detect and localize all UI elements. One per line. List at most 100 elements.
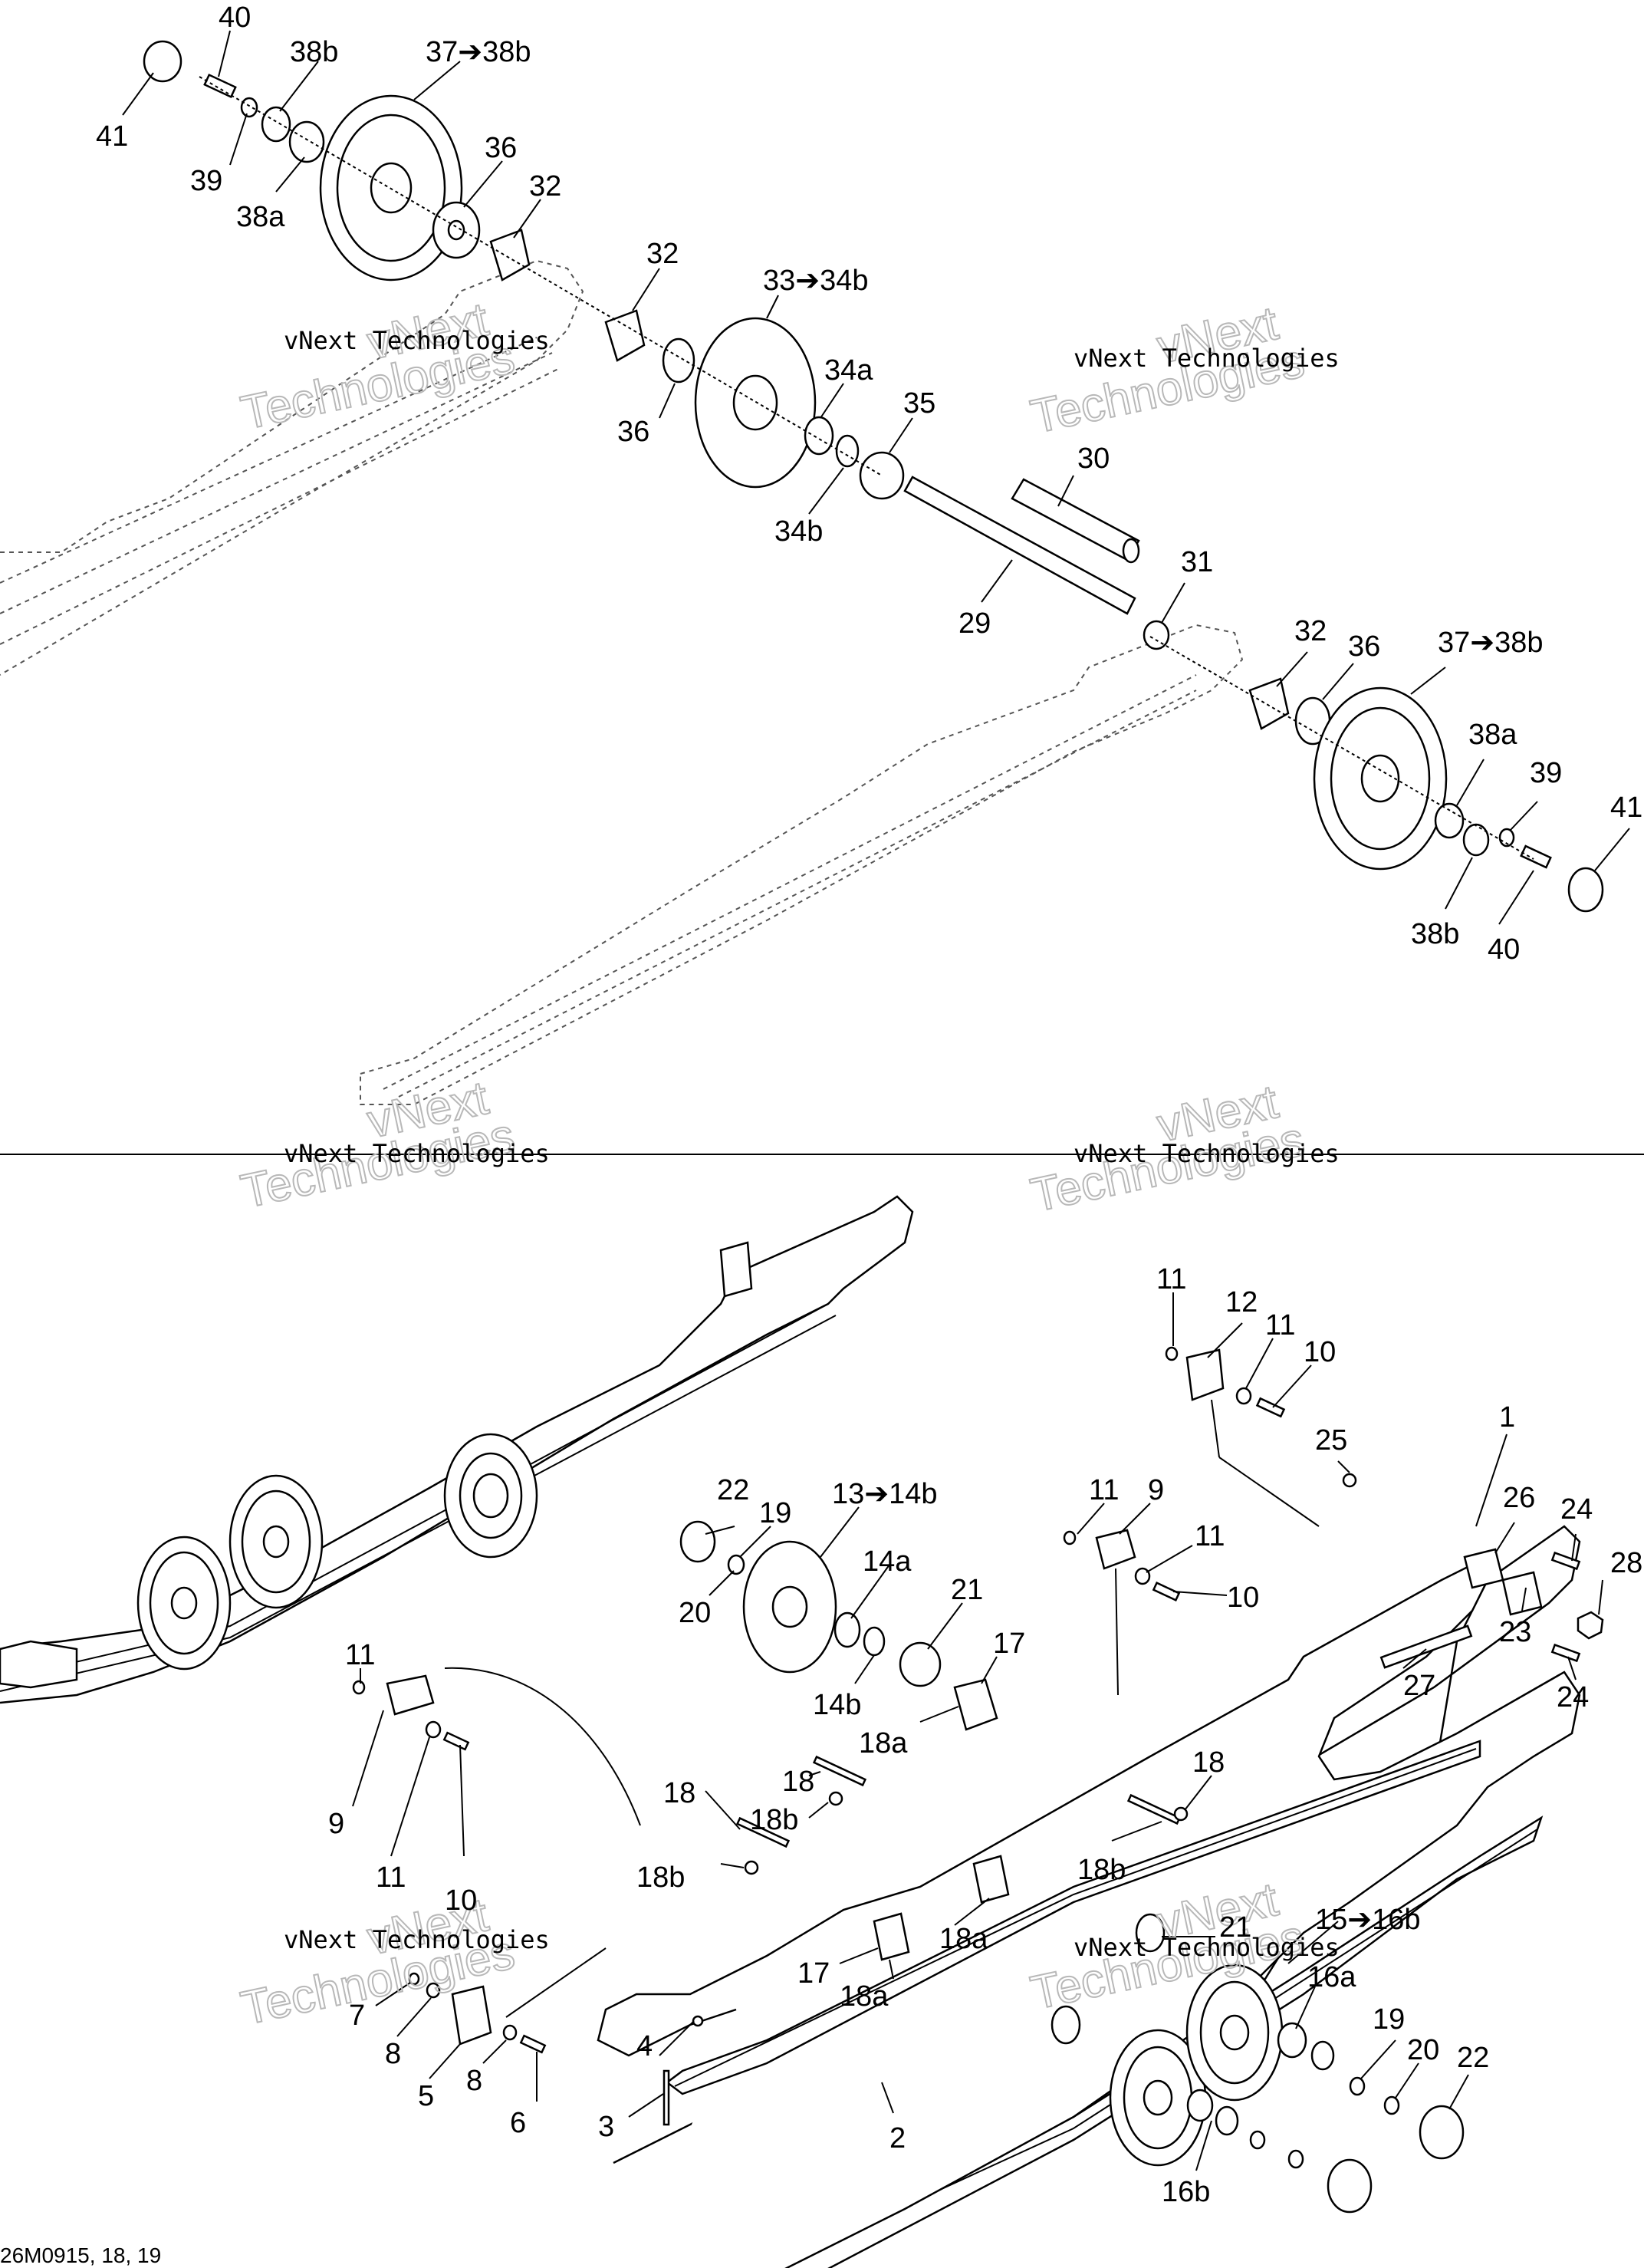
tube-30 (1011, 478, 1140, 561)
callout-bot-28: 28 (1610, 1547, 1642, 1579)
wheel-13 (742, 1540, 837, 1674)
nut-18b-c (1173, 1806, 1189, 1822)
cap-22-a (679, 1520, 716, 1563)
callout-bot-8b: 8 (466, 2065, 482, 2097)
callout-top-36c: 36 (1348, 630, 1380, 663)
block-5 (451, 1985, 492, 2046)
figure-code: 26M0915, 18, 19 (0, 2243, 161, 2267)
screw-3 (663, 2069, 670, 2126)
callout-bot-19b: 19 (1373, 2003, 1405, 2036)
bolt-24-b (1550, 1643, 1581, 1663)
wheel-33 (694, 317, 817, 489)
callout-top-41a: 41 (96, 120, 128, 153)
callout-top-34a: 34a (824, 354, 873, 387)
washer-21-b (1135, 1913, 1166, 1953)
callout-top-37-38b-a: 37➔38b (426, 36, 531, 68)
bolt-10-c (442, 1731, 470, 1751)
callout-top-38b-a: 38b (290, 36, 338, 68)
block-9-b (386, 1674, 435, 1716)
callout-top-41b: 41 (1610, 792, 1642, 824)
watermark-small-5: vNext Technologies (284, 1925, 550, 1954)
callout-top-35: 35 (903, 387, 935, 420)
callout-bot-24a: 24 (1560, 1493, 1593, 1526)
bolt-6 (519, 2034, 547, 2054)
spacer-32-top-a (489, 229, 531, 281)
callout-bot-26: 26 (1503, 1482, 1535, 1514)
bracket-17-b (972, 1855, 1010, 1904)
callout-bot-21b: 21 (1219, 1911, 1251, 1944)
cap-22-b (1419, 2105, 1465, 2160)
callout-top-38b-b: 38b (1411, 918, 1459, 950)
bearing-34a (804, 416, 834, 456)
callout-bot-18a-b: 18a (939, 1923, 988, 1955)
callout-bot-18-a: 18 (782, 1766, 814, 1798)
callout-bot-15-16b: 15➔16b (1315, 1904, 1421, 1936)
nut-18b-b (744, 1860, 759, 1875)
bolt-18-b (735, 1816, 791, 1848)
callout-bot-2: 2 (889, 2122, 906, 2154)
callout-bot-7: 7 (349, 2000, 365, 2032)
bearing-38a-right (1434, 802, 1465, 839)
skid-wheel-front (136, 1536, 232, 1671)
washer-31 (1143, 620, 1170, 650)
cap-41-top (143, 40, 182, 83)
callout-top-34b: 34b (774, 515, 823, 548)
callout-top-40b: 40 (1488, 933, 1520, 966)
callout-bot-16a: 16a (1307, 1961, 1356, 1993)
washer-11-f (425, 1720, 442, 1739)
skid-idler-wheel (443, 1433, 538, 1559)
washer-39-top (240, 97, 258, 118)
callout-top-33-34b: 33➔34b (763, 265, 869, 297)
callout-bot-11a: 11 (1156, 1263, 1186, 1295)
callout-bot-4: 4 (636, 2030, 653, 2062)
washer-11-c (1063, 1530, 1077, 1545)
upper-right-rail (360, 624, 1244, 1105)
washer-35 (859, 451, 905, 500)
bottom-parts (352, 1346, 1604, 2214)
bolt-40-top (203, 73, 237, 99)
callout-top-29: 29 (958, 607, 991, 640)
callout-bot-10a: 10 (1304, 1336, 1336, 1368)
bottom-left-assembly (0, 1195, 914, 1704)
wheel-37-right (1313, 686, 1448, 871)
nut-28 (1577, 1611, 1604, 1640)
bolt-40-right (1520, 844, 1552, 869)
callout-top-39a: 39 (190, 165, 222, 197)
callout-bot-24b: 24 (1557, 1681, 1589, 1713)
washer-19-b (1349, 2076, 1366, 2096)
bracket-17-a (953, 1678, 998, 1731)
callout-bot-11f: 11 (376, 1861, 406, 1894)
washer-19-a (727, 1554, 745, 1575)
callout-bot-9a: 9 (1148, 1474, 1164, 1506)
nut-4 (692, 2015, 704, 2027)
callout-top-37-38b-b: 37➔38b (1438, 627, 1544, 659)
washer-8-a (426, 1982, 441, 1999)
washer-8-b (502, 2024, 518, 2041)
callout-bot-11e: 11 (345, 1639, 375, 1671)
callout-bot-6: 6 (510, 2107, 526, 2139)
callout-top-38a-b: 38a (1468, 719, 1517, 751)
callout-bot-5: 5 (418, 2080, 434, 2112)
callout-bot-22a: 22 (717, 1474, 749, 1506)
nut-25 (1342, 1473, 1357, 1488)
watermark-small-1: vNext Technologies (284, 326, 550, 355)
ring-38b-right (1462, 823, 1490, 857)
washer-11-d (1134, 1567, 1151, 1585)
washer-20-b (1383, 2095, 1400, 2115)
callout-bot-14a: 14a (863, 1545, 912, 1578)
callout-bot-18-c: 18 (1192, 1746, 1225, 1779)
ring-38b-top (261, 106, 291, 143)
bracket-17-c (873, 1912, 910, 1961)
wheel-15-a (1109, 2029, 1207, 2167)
slide-2 (665, 1740, 1481, 2095)
callout-bot-20b: 20 (1407, 2034, 1439, 2066)
callout-bot-14b: 14b (813, 1689, 861, 1721)
callout-bot-16b: 16b (1162, 2176, 1210, 2208)
spacer-32-right (1248, 677, 1290, 730)
bearing-16b (1186, 2089, 1214, 2122)
watermark-small-2: vNext Technologies (1074, 344, 1340, 373)
washer-39-right (1498, 828, 1515, 848)
callout-top-30: 30 (1077, 443, 1110, 475)
callout-bot-19a: 19 (759, 1497, 791, 1529)
block-9-a (1095, 1529, 1136, 1570)
